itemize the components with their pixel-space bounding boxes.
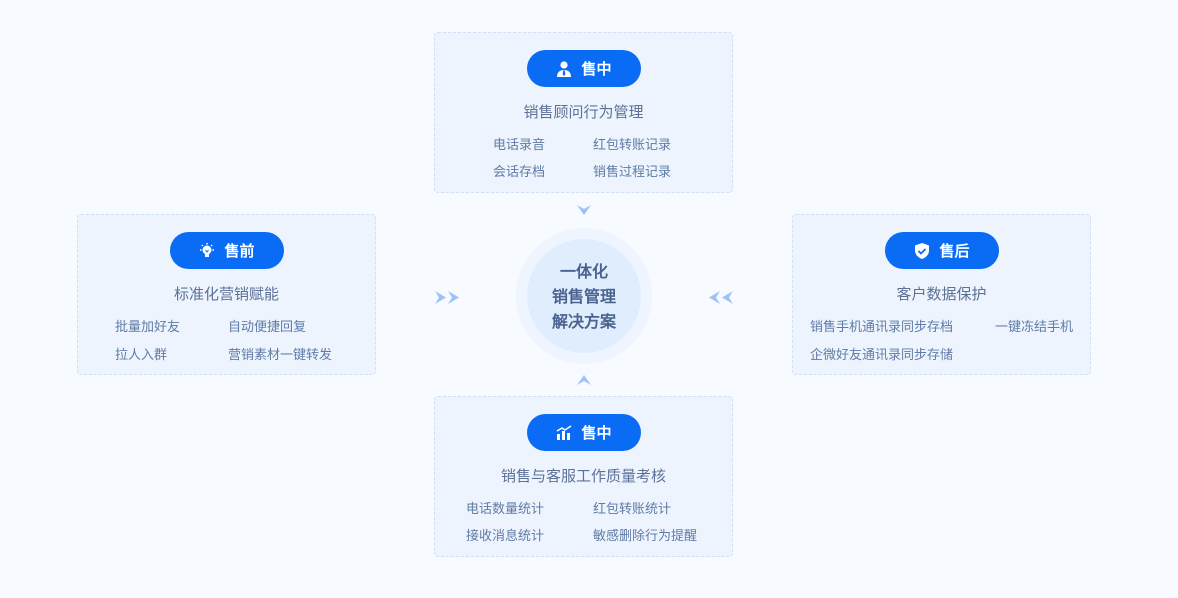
arrow-up-icon	[577, 375, 591, 385]
arrow-down-icon	[577, 205, 591, 215]
chart-icon	[557, 424, 572, 440]
feature-item: 接收消息统计	[466, 529, 545, 544]
feature-item: 会话存档	[493, 165, 546, 180]
card-after-sale: 售后 客户数据保护 销售手机通讯录同步存档 一键冻结手机 企微好友通讯录同步存储	[792, 214, 1091, 375]
feature-item: 电话数量统计	[466, 502, 545, 517]
double-arrow-left-icon	[709, 291, 733, 304]
badge-label: 售后	[939, 242, 970, 260]
badge-pre-sale: 售前	[169, 232, 284, 269]
badge-after-sale: 售后	[884, 232, 999, 269]
feature-item: 敏感删除行为提醒	[593, 529, 698, 544]
shield-check-icon	[915, 242, 930, 259]
badge-label: 售前	[224, 242, 255, 260]
feature-item: 红包转账记录	[593, 138, 672, 153]
card-pre-sale: 售前 标准化营销赋能 批量加好友 自动便捷回复 拉人入群 营销素材一键转发	[77, 214, 376, 375]
card-title: 标准化营销赋能	[173, 285, 279, 303]
badge-label: 售中	[581, 60, 612, 78]
card-title: 销售顾问行为管理	[523, 103, 644, 121]
feature-item: 批量加好友	[115, 320, 181, 335]
center-hub: 一体化 销售管理 解决方案	[516, 228, 652, 364]
feature-item: 红包转账统计	[593, 502, 672, 517]
card-in-sale-quality: 售中 销售与客服工作质量考核 电话数量统计 红包转账统计 接收消息统计 敏感删除…	[434, 396, 733, 557]
feature-item: 电话录音	[493, 138, 546, 153]
badge-in-sale: 售中	[526, 414, 641, 451]
feature-item: 自动便捷回复	[228, 320, 307, 335]
double-arrow-right-icon	[435, 291, 459, 304]
lightbulb-icon	[200, 242, 215, 257]
center-line: 销售管理	[551, 286, 616, 306]
feature-item: 一键冻结手机	[995, 320, 1074, 335]
feature-item: 销售手机通讯录同步存档	[810, 320, 954, 335]
center-line: 解决方案	[551, 311, 616, 331]
card-in-sale-consultant: 售中 销售顾问行为管理 电话录音 红包转账记录 会话存档 销售过程记录	[434, 32, 733, 193]
card-title: 客户数据保护	[896, 285, 987, 303]
card-title: 销售与客服工作质量考核	[500, 467, 666, 485]
badge-label: 售中	[581, 424, 612, 442]
feature-item: 营销素材一键转发	[228, 348, 333, 363]
consultant-icon	[557, 60, 572, 77]
badge-in-sale: 售中	[526, 50, 641, 87]
feature-item: 拉人入群	[115, 348, 168, 363]
center-line: 一体化	[559, 261, 608, 281]
feature-item: 企微好友通讯录同步存储	[810, 348, 954, 363]
feature-item: 销售过程记录	[593, 165, 672, 180]
